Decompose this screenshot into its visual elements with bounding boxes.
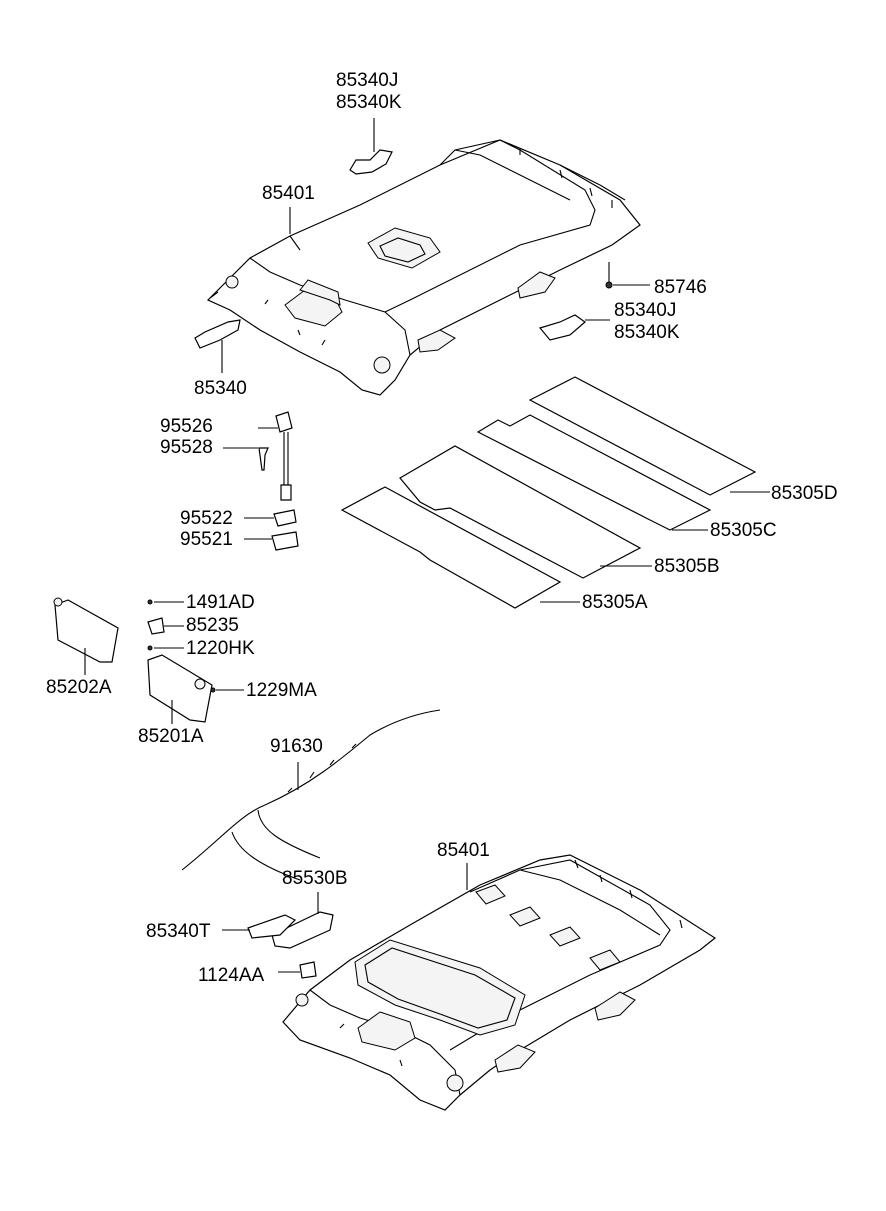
headliner-top	[206, 139, 641, 396]
label-85401-bottom: 85401	[437, 840, 490, 861]
room-lamp-assy	[223, 411, 299, 551]
bracket-85530b	[222, 892, 334, 979]
label-85202A: 85202A	[46, 677, 112, 698]
clip-85746	[605, 262, 650, 289]
label-1491AD: 1491AD	[186, 592, 255, 613]
sun-visors	[53, 597, 244, 724]
label-85305D: 85305D	[771, 483, 838, 504]
label-85340J-right: 85340J	[614, 300, 677, 321]
label-85746: 85746	[654, 277, 707, 298]
label-95528: 95528	[160, 437, 213, 458]
label-1220HK: 1220HK	[186, 638, 255, 659]
label-85340J-top: 85340J	[336, 70, 399, 91]
label-91630: 91630	[270, 736, 323, 757]
label-85235: 85235	[186, 615, 239, 636]
label-85305A: 85305A	[582, 592, 648, 613]
label-85530B: 85530B	[282, 868, 348, 889]
grab-handle-right	[538, 314, 610, 341]
label-85340K-top: 85340K	[336, 92, 402, 113]
label-85340: 85340	[194, 378, 247, 399]
label-85305B: 85305B	[654, 556, 720, 577]
label-85401-top: 85401	[262, 183, 315, 204]
label-85201A: 85201A	[138, 726, 204, 747]
label-95522: 95522	[180, 508, 233, 529]
label-85340K-right: 85340K	[614, 322, 680, 343]
label-95526: 95526	[160, 416, 213, 437]
roof-harness	[181, 709, 441, 881]
label-85340T: 85340T	[146, 921, 211, 942]
grab-handle-top	[349, 118, 393, 175]
label-1124AA: 1124AA	[198, 965, 265, 986]
label-95521: 95521	[180, 529, 233, 550]
insulation-pads	[340, 376, 770, 609]
grab-handle-85340	[194, 319, 241, 373]
label-85305C: 85305C	[710, 520, 777, 541]
label-1229MA: 1229MA	[246, 680, 317, 701]
headliner-bottom	[282, 854, 717, 1111]
